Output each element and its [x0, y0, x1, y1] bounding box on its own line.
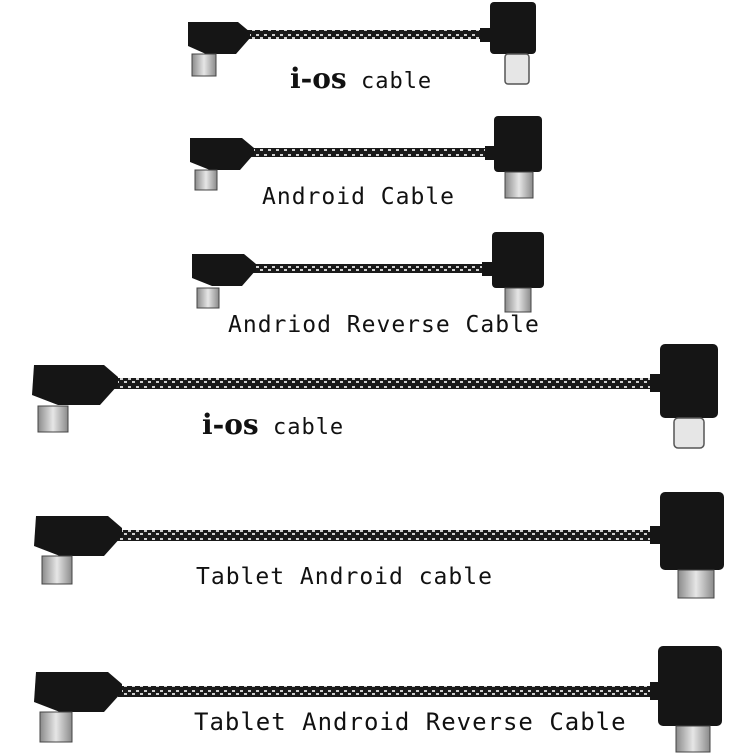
cable-label-4: i-os cable: [202, 408, 344, 441]
cable-label-4-brand: i-os: [202, 408, 259, 441]
cable-label-3-text: Andriod Reverse Cable: [228, 312, 540, 338]
cable-label-4-text: cable: [272, 415, 345, 440]
ios-cable-long: [32, 344, 718, 449]
android-reverse-cable: [192, 232, 544, 313]
android-cable: [190, 116, 542, 199]
cable-label-2-text: Android Cable: [262, 184, 456, 210]
tablet-android-reverse-cable: [34, 646, 722, 753]
tablet-android-cable: [34, 492, 724, 599]
ios-cable-short: [188, 2, 536, 85]
cable-label-5-text: Tablet Android cable: [196, 564, 493, 590]
cable-label-6-text: Tablet Android Reverse Cable: [194, 708, 627, 736]
cable-label-5: Tablet Android cable: [196, 564, 493, 590]
cable-label-1-brand: i-os: [290, 62, 347, 95]
cable-label-2: Android Cable: [262, 184, 455, 210]
cable-label-6: Tablet Android Reverse Cable: [194, 708, 627, 736]
cable-label-1-text: cable: [360, 69, 433, 94]
cable-label-3: Andriod Reverse Cable: [228, 312, 540, 338]
cable-label-1: i-os cable: [290, 62, 432, 95]
